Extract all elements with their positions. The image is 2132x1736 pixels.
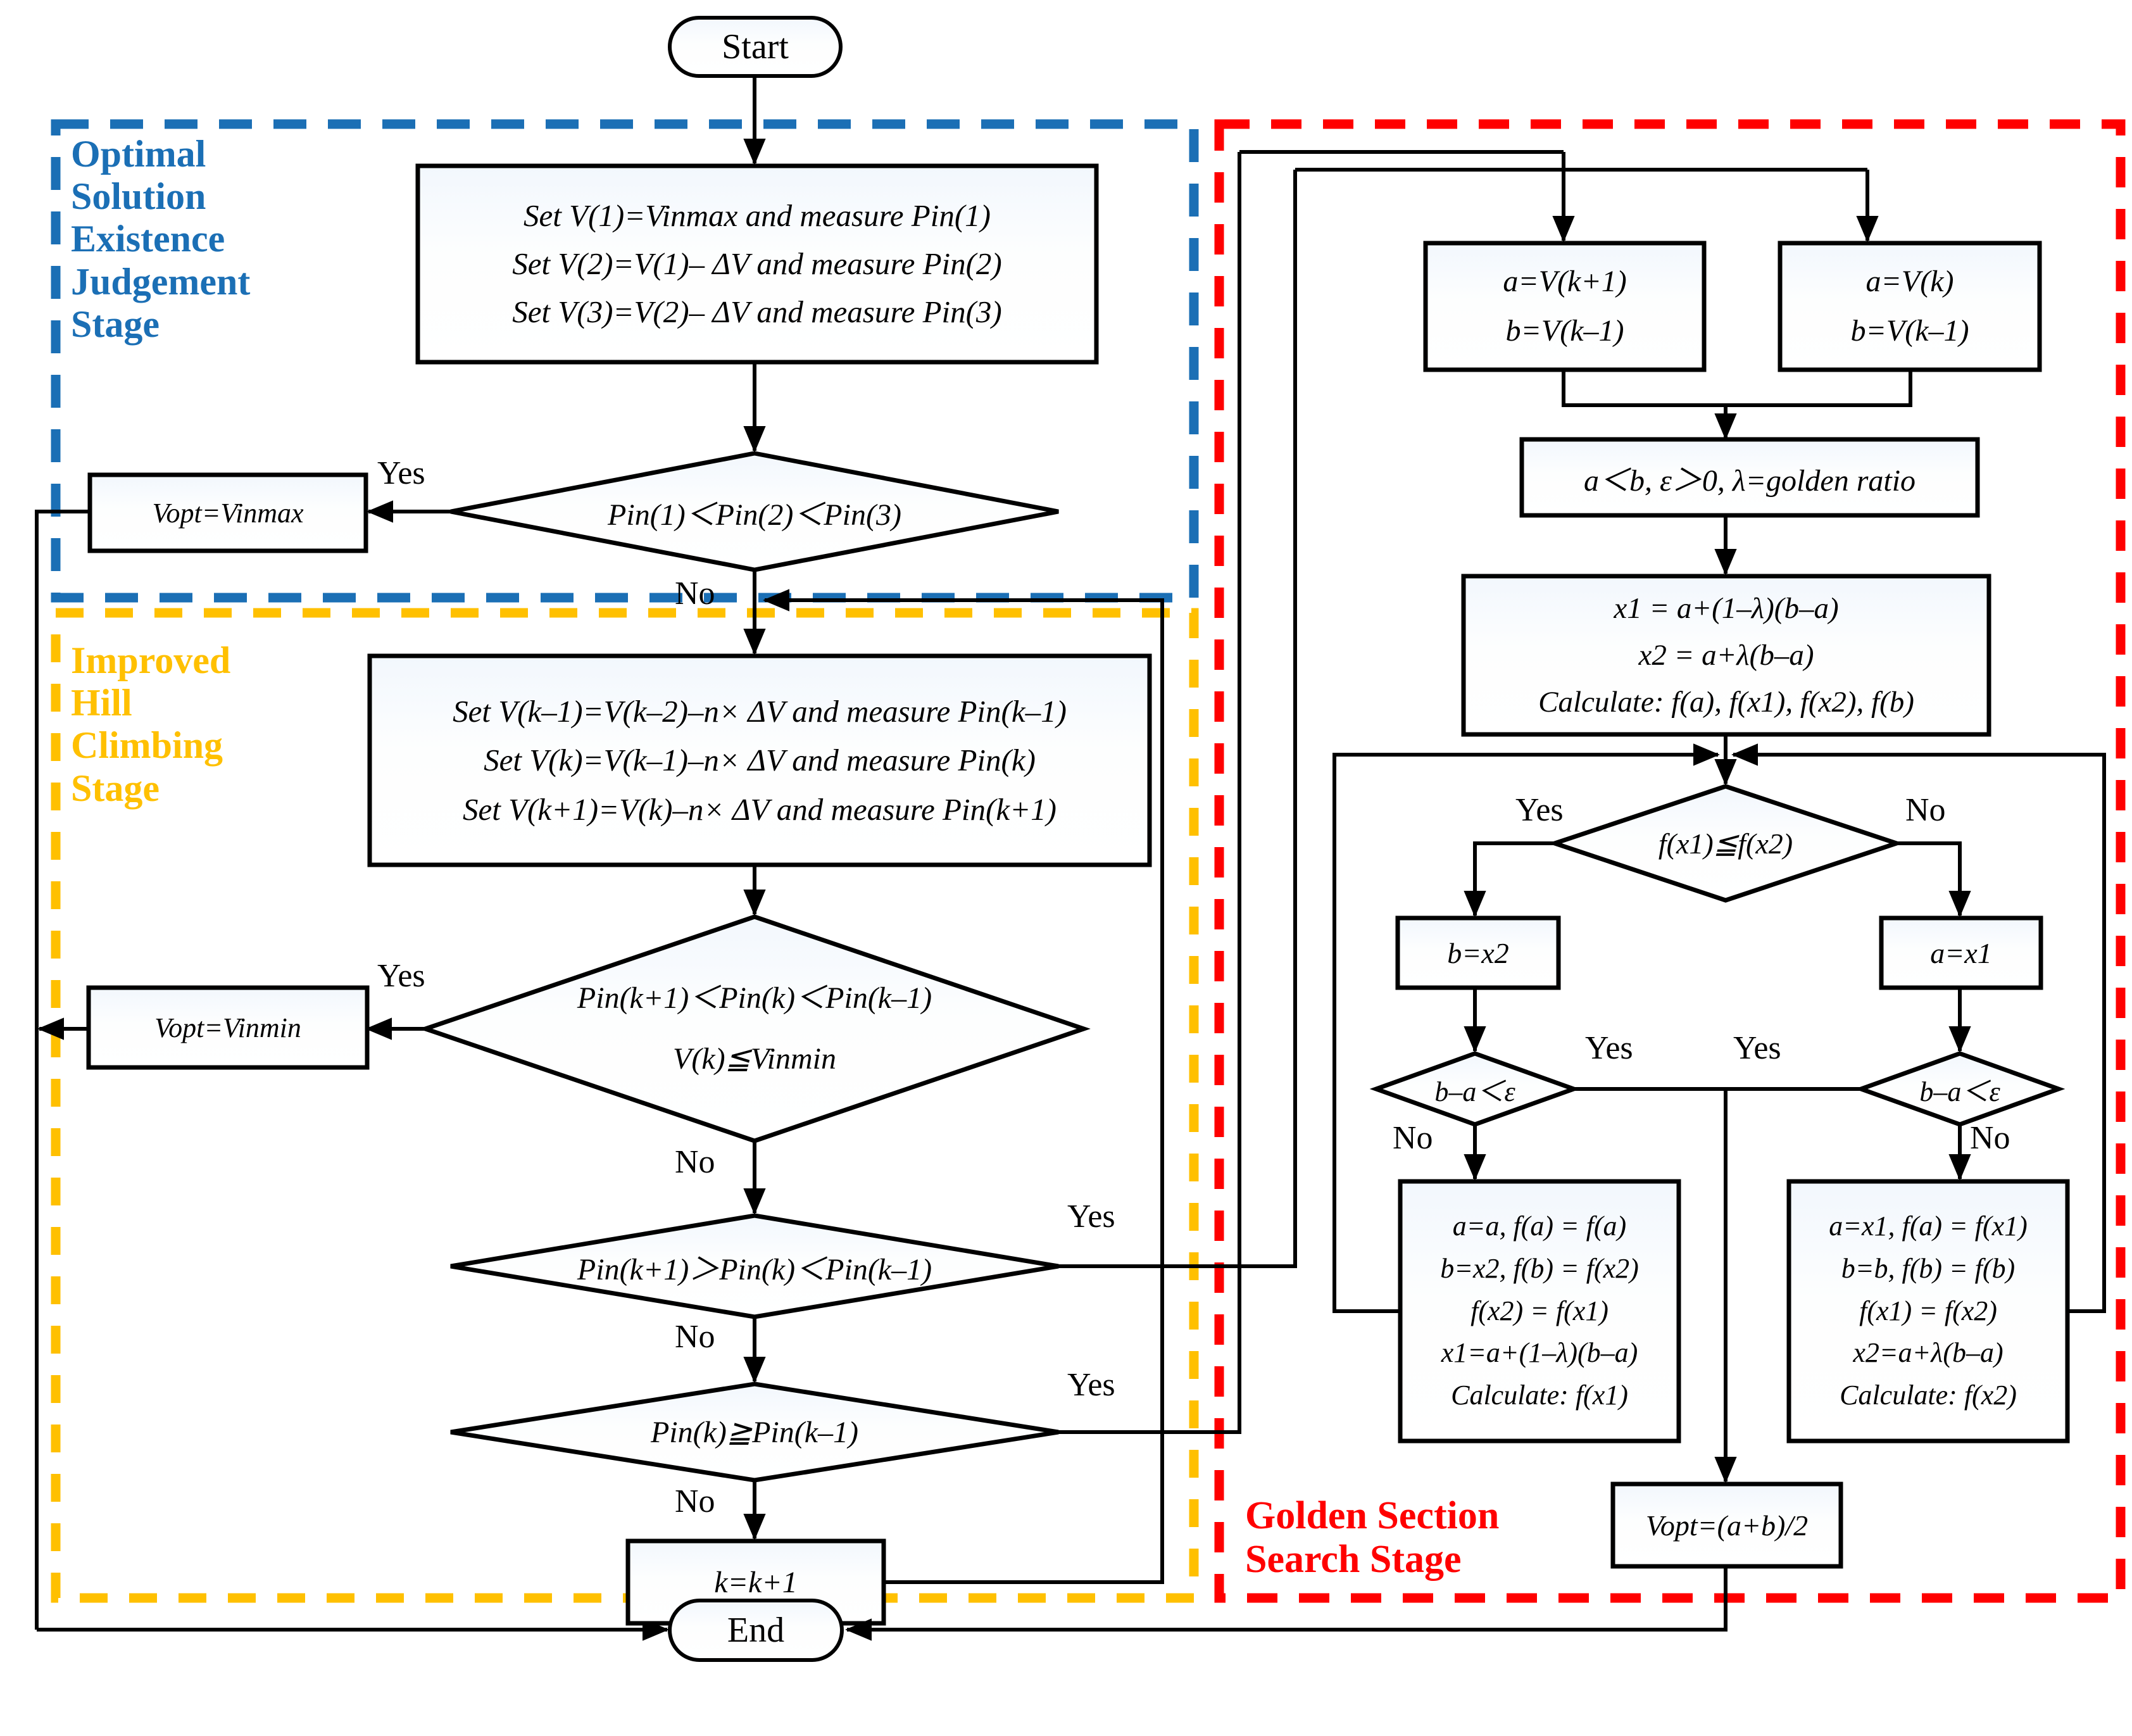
stage-label-blue-text: Optimal Solution Existence Judgement Sta… (71, 133, 251, 345)
node-vopt-vinmax (87, 472, 368, 553)
edge-label-no-3: No (675, 1319, 715, 1355)
edge-label-yes-4: Yes (1067, 1367, 1115, 1403)
edge-label-no-2: No (675, 1144, 715, 1180)
node-vopt-vinmin (86, 985, 370, 1070)
node-dec-pin123 (450, 451, 1059, 572)
stage-label-yellow-text: Improved Hill Climbing Stage (71, 639, 231, 809)
stage-label-yellow: Improved Hill Climbing Stage (71, 639, 324, 810)
node-gs-update-left (1398, 1179, 1681, 1444)
edge-label-eps-left-yes: Yes (1585, 1030, 1633, 1066)
node-dec-hill2 (450, 1213, 1059, 1319)
node-gs-dec-eps-left (1369, 1051, 1581, 1127)
node-end (668, 1599, 844, 1662)
node-dec-hill3 (450, 1381, 1059, 1483)
node-gs-ab-left (1423, 241, 1707, 372)
edge-label-yes-2: Yes (377, 958, 425, 994)
node-gs-dec-eps-right (1854, 1051, 2066, 1127)
node-gs-dec-f (1547, 784, 1904, 903)
node-dec-hill1 (418, 914, 1091, 1143)
edge-label-eps-right-yes: Yes (1733, 1030, 1781, 1066)
node-gs-vopt (1610, 1481, 1843, 1569)
stage-frame-yellow (51, 608, 1199, 1603)
node-gs-b-eq-x2 (1395, 915, 1561, 990)
stage-label-red-text: Golden Section Search Stage (1245, 1494, 1500, 1582)
edge-label-eps-right-no: No (1970, 1120, 2010, 1156)
node-gs-params (1519, 437, 1980, 518)
stage-frame-blue (51, 119, 1199, 603)
node-gs-a-eq-x1 (1879, 915, 2043, 990)
edge-label-yes-3: Yes (1067, 1198, 1115, 1235)
edge-label-no-1: No (675, 576, 715, 612)
node-gs-ab-right (1778, 241, 2042, 372)
node-gs-update-right (1786, 1179, 2070, 1444)
stage-frame-red (1214, 119, 2126, 1603)
stage-label-blue: Optimal Solution Existence Judgement Sta… (71, 133, 337, 346)
edge-label-yes-1: Yes (377, 455, 425, 491)
node-gs-x12 (1461, 574, 1991, 737)
node-init-measure (415, 163, 1099, 365)
node-start (668, 16, 843, 78)
stage-label-red: Golden Section Search Stage (1245, 1494, 1600, 1582)
edge-label-eps-left-no: No (1393, 1120, 1433, 1156)
node-hill-measure (367, 653, 1152, 867)
edge-label-no-4: No (675, 1483, 715, 1519)
edge-label-gs-no: No (1905, 792, 1946, 828)
edge-label-gs-yes: Yes (1515, 792, 1564, 828)
